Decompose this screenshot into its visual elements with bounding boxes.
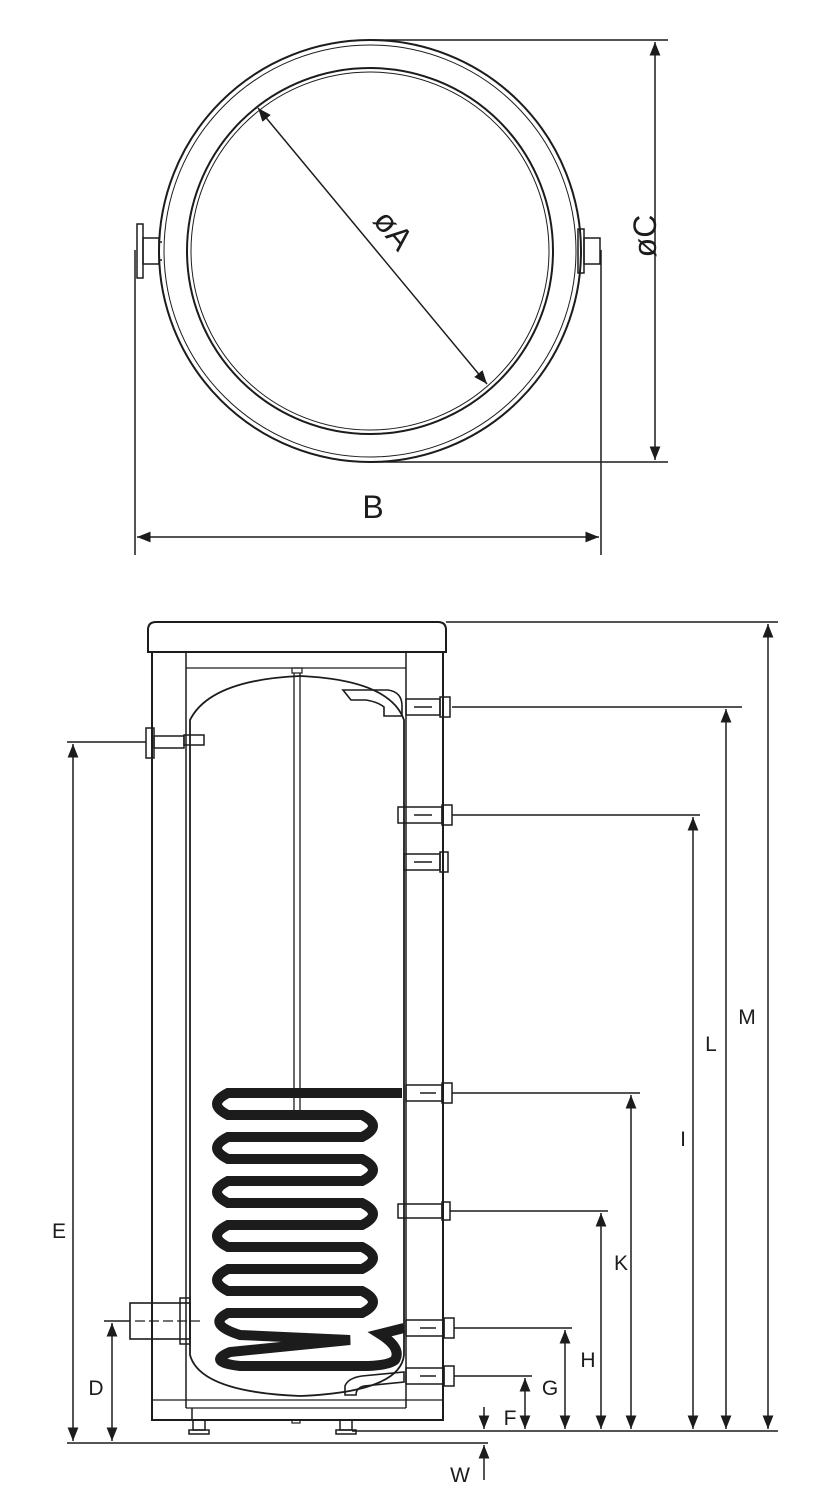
left-upper-fitting: [145, 727, 205, 759]
label-i: I: [680, 1128, 686, 1151]
stub-sensor: [403, 851, 449, 873]
stub-coil-out: [405, 1317, 455, 1339]
label-h: H: [580, 1349, 595, 1372]
stub-top: [405, 696, 451, 718]
outer-circle: [158, 39, 582, 463]
outer-circle-inner-edge: [163, 44, 577, 458]
label-l: L: [705, 1033, 717, 1056]
label-d: D: [88, 1377, 103, 1400]
inner-tank: [189, 675, 405, 1397]
top-view: øA øC B: [134, 39, 668, 555]
heating-coil: [212, 1088, 406, 1371]
label-g: G: [542, 1377, 558, 1400]
top-lid: [147, 621, 447, 653]
left-fitting: [136, 223, 162, 279]
stub-coil-in: [405, 1082, 453, 1104]
label-e: E: [52, 1220, 66, 1243]
anode-rod: [291, 667, 303, 1110]
side-view: M L I K H G F W E D: [52, 621, 778, 1487]
label-b: B: [362, 489, 383, 525]
label-m: M: [738, 1006, 756, 1029]
hot-water-outlet-pipe: [341, 689, 403, 717]
label-f: F: [504, 1407, 517, 1430]
stub-bottom: [405, 1365, 455, 1387]
left-lower-fitting: [129, 1297, 200, 1345]
inner-circle-edge: [190, 71, 550, 431]
right-fitting: [577, 228, 601, 274]
outer-jacket: [151, 651, 444, 1421]
base-and-feet: [188, 1408, 357, 1435]
connection-stubs: [397, 696, 455, 1387]
cold-water-inlet-pipe: [344, 1371, 405, 1396]
label-w: W: [450, 1464, 470, 1487]
inner-circle: [186, 67, 554, 435]
label-k: K: [614, 1252, 628, 1275]
label-c: øC: [627, 215, 663, 258]
dimension-a-line: [257, 107, 488, 385]
